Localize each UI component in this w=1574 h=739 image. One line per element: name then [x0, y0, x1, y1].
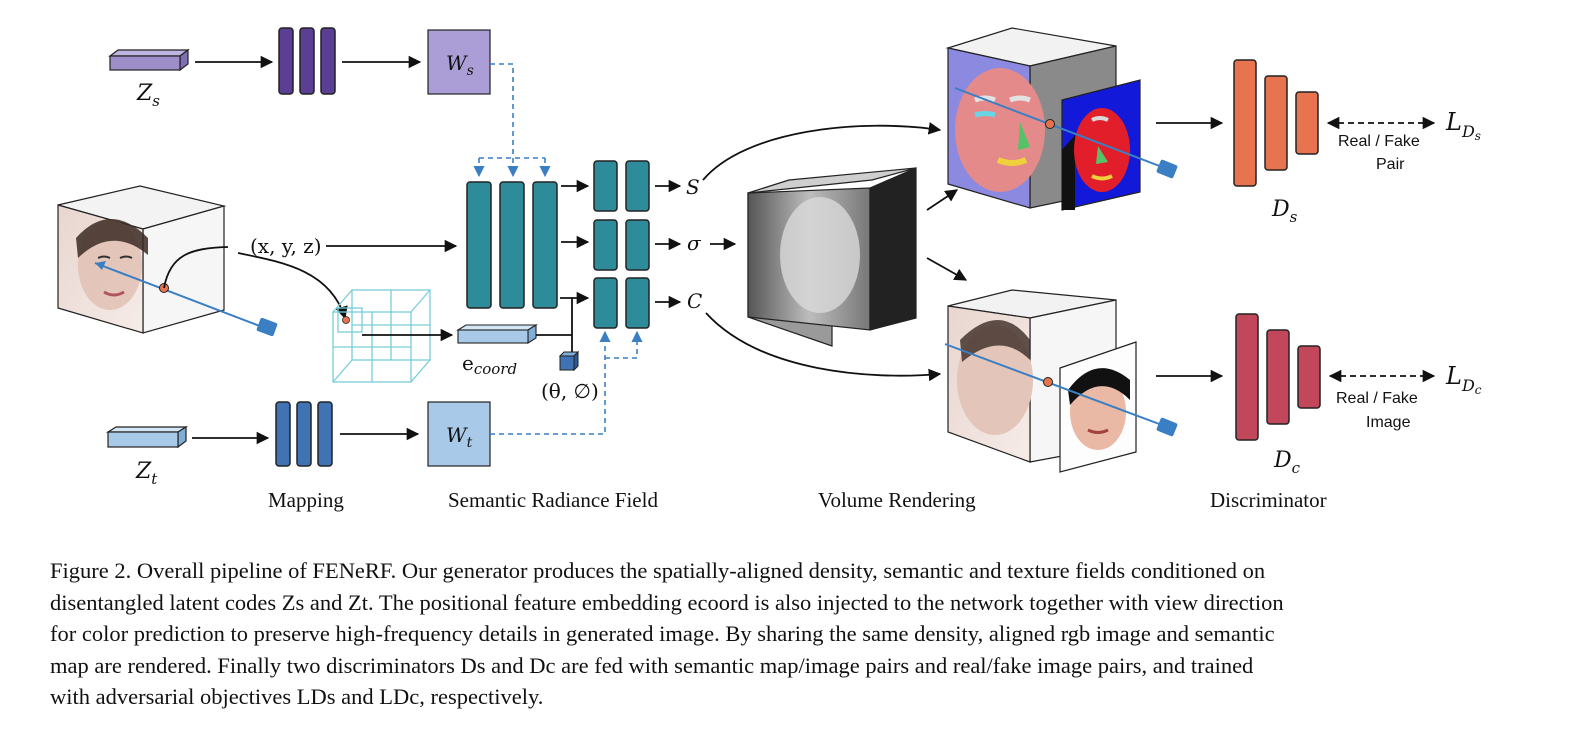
theta-phi-label: (θ, ∅) [541, 379, 599, 403]
section-mapping: Mapping [268, 488, 344, 512]
zs-latent-bar [108, 48, 190, 72]
dc-label: Dc [1273, 448, 1301, 477]
ws-box [427, 29, 491, 95]
output-sigma-label: σ [687, 231, 702, 255]
pair-label-bottom-1: Real / Fake [1336, 390, 1418, 407]
loss-ds-label: LDs [1445, 108, 1481, 143]
ecoord-embedding-bar [456, 324, 538, 344]
caption-line-2: disentangled latent codes Zs and Zt. The… [50, 589, 1284, 615]
output-s-label: S [686, 175, 700, 199]
srf-backbone-mlp [466, 181, 558, 309]
section-srf: Semantic Radiance Field [448, 488, 658, 512]
input-face-cube [57, 185, 278, 337]
srf-head-blocks [593, 160, 650, 329]
density-cube [747, 167, 917, 347]
zs-label: Zs [136, 81, 160, 110]
xyz-label: (x, y, z) [250, 234, 322, 258]
section-discriminator: Discriminator [1210, 488, 1327, 512]
caption-line-4: map are rendered. Finally two discrimina… [50, 652, 1254, 678]
caption-line-5: with adversarial objectives LDs and LDc,… [50, 684, 544, 709]
figure-caption: Figure 2. Overall pipeline of FENeRF. Ou… [50, 555, 1510, 713]
zt-latent-bar [105, 425, 189, 449]
ws-label: Ws [446, 51, 474, 79]
pair-label-top-2: Pair [1376, 156, 1405, 173]
ds-label: Ds [1271, 197, 1298, 226]
feature-voxel-grid [332, 289, 431, 383]
zt-label: Zt [135, 459, 158, 488]
view-direction-cube [558, 350, 580, 372]
semantic-render-cube [945, 27, 1178, 211]
zt-mapping-network [275, 401, 333, 467]
rgb-render-cube [944, 289, 1178, 473]
discriminator-ds [1233, 59, 1319, 187]
ecoord-label: ecoord [462, 351, 517, 378]
loss-dc-label: LDc [1445, 362, 1482, 397]
discriminator-dc [1235, 313, 1321, 441]
pair-label-bottom-2: Image [1366, 414, 1411, 431]
wt-box [427, 401, 491, 467]
zs-mapping-network [278, 27, 336, 95]
caption-line-1: Figure 2. Overall pipeline of FENeRF. Ou… [50, 558, 1266, 583]
caption-line-3: for color prediction to preserve high-fr… [50, 621, 1275, 646]
pipeline-diagram: Zs Ws (x, y, z) [57, 27, 1482, 512]
output-c-label: C [687, 289, 702, 313]
wt-label: Wt [446, 423, 473, 451]
pair-label-top-1: Real / Fake [1338, 133, 1420, 150]
section-volume-rendering: Volume Rendering [818, 488, 976, 512]
